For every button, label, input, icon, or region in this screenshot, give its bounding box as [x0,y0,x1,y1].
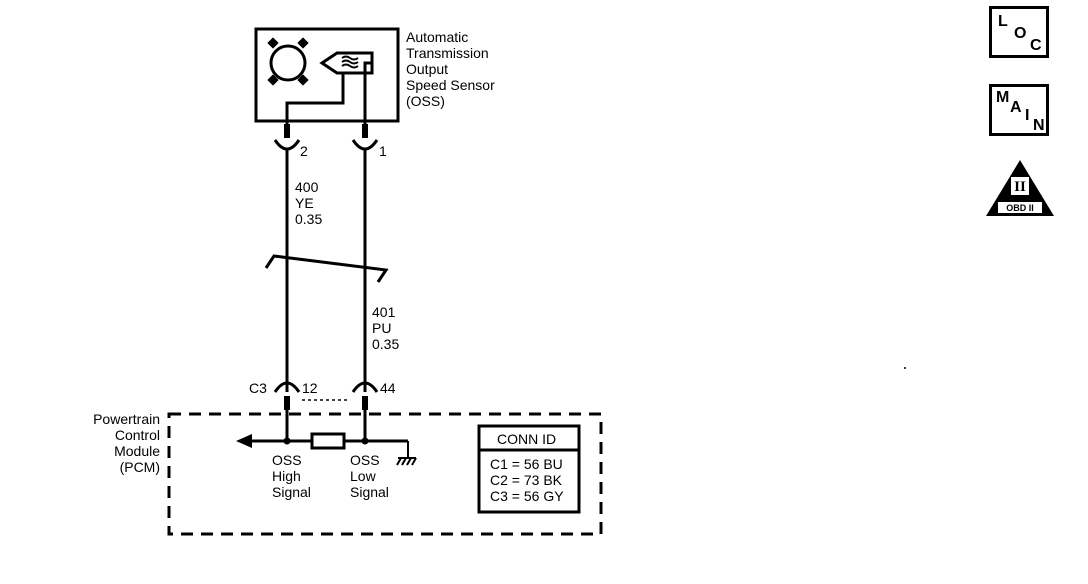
main-letter-n: N [1033,117,1045,134]
sensor-rotor-icon [269,44,307,82]
sensor-connector-pin-1 [351,124,379,151]
signal-low-line-3: Signal [350,484,389,500]
sensor-title-line-5: (OSS) [406,93,445,109]
loc-letter-c: C [1030,37,1042,54]
loc-button[interactable]: L O C [989,6,1049,58]
speck [904,367,906,369]
sensor-title-line-1: Automatic [406,29,468,45]
signal-low-line-1: OSS [350,452,380,468]
signal-low-line-2: Low [350,468,377,484]
loc-letter-l: L [998,13,1008,30]
obd-numeral-box [1011,177,1029,195]
obd-ii-button[interactable]: II OBD II [984,158,1056,222]
wire-break-symbol [264,254,389,283]
junction-dot-low [361,437,369,445]
sensor-pin-right-label: 1 [379,143,387,159]
pcm-connector-pin-12 [273,381,301,410]
signal-high-line-2: High [272,468,301,484]
obd-numeral: II [1014,179,1026,195]
junction-dot-high [283,437,291,445]
sensor-box [254,27,400,123]
obd-label: OBD II [1006,203,1034,213]
signal-high-line-3: Signal [272,484,311,500]
sensor-title-line-3: Output [406,61,448,77]
wire-left-gauge: 0.35 [295,211,322,227]
sensor-title-line-4: Speed Sensor [406,77,495,93]
pcm-title-line-4: (PCM) [120,459,160,475]
conn-id-row-c3: C3 = 56 GY [490,488,564,504]
signal-high-line-1: OSS [272,452,302,468]
wire-right-color: PU [372,320,391,336]
sensor-pin-left-label: 2 [300,143,308,159]
loc-letter-o: O [1014,25,1027,42]
wire-left-circuit: 400 [295,179,319,195]
resistor-icon [310,432,346,450]
pcm-connector-pin-44 [351,381,379,410]
pcm-box [167,412,603,536]
sensor-title-line-2: Transmission [406,45,489,61]
pcm-pin-right-label: 44 [380,380,396,396]
wire-right-circuit: 401 [372,304,396,320]
conn-id-row-c1: C1 = 56 BU [490,456,563,472]
wire-right-gauge: 0.35 [372,336,399,352]
main-letter-i: I [1025,107,1030,124]
conn-id-box [477,424,581,514]
pcm-title-line-2: Control [115,427,160,443]
conn-id-row-c2: C2 = 73 BK [490,472,563,488]
sensor-lead-left [285,73,345,124]
sensor-lead-right [363,61,372,124]
pcm-pin-left-label: 12 [302,380,318,396]
pcm-title-line-1: Powertrain [93,411,160,427]
pcm-title-line-3: Module [114,443,160,459]
pcm-connector-id: C3 [249,380,267,396]
arrow-left-icon [236,434,252,448]
main-button[interactable]: M A I N [989,84,1049,136]
main-letter-a: A [1010,99,1022,116]
wire-left-color: YE [295,195,314,211]
main-letter-m: M [996,89,1010,106]
sensor-connector-pin-2 [273,124,301,151]
obd-label-box [998,202,1042,213]
conn-id-header: CONN ID [497,431,556,447]
ground-icon [396,441,417,466]
